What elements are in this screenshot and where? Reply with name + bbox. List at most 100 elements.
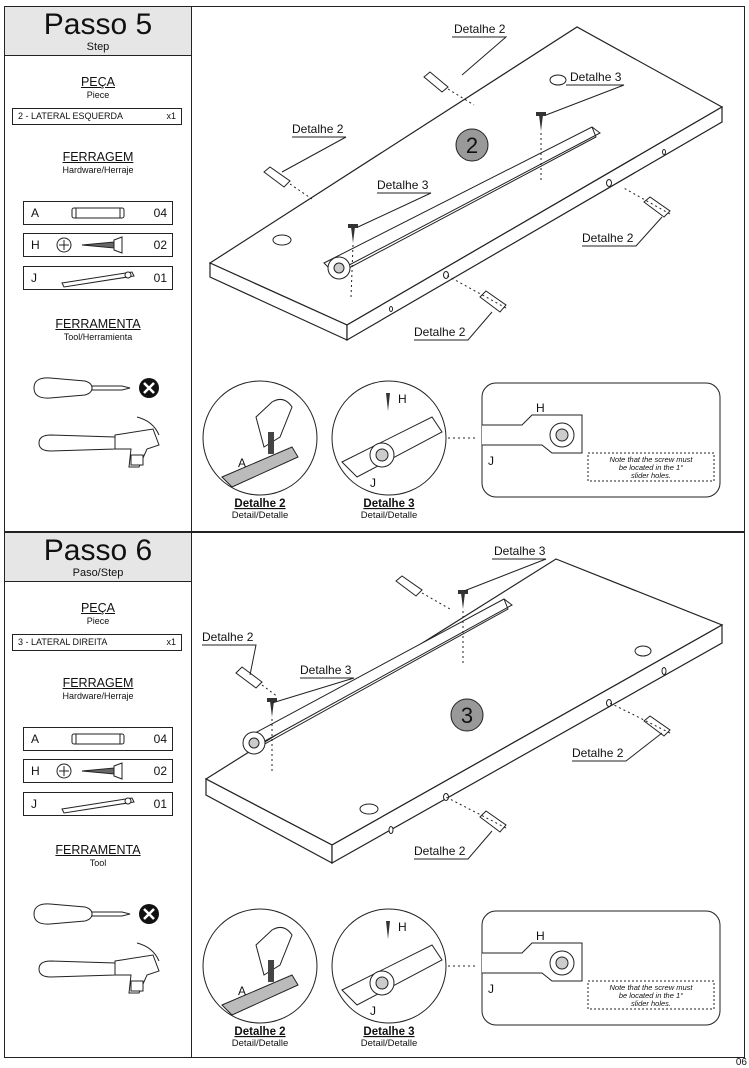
dowel-icon [71, 733, 125, 745]
screw-icon [386, 393, 390, 411]
detail-letter-h: H [536, 401, 545, 415]
hardware-qty: 02 [153, 764, 167, 778]
hardware-key: J [31, 271, 37, 285]
step-5-title-box: Passo 5 Step [5, 7, 191, 56]
detail-3-subtitle: Detail/Detalle [361, 510, 418, 521]
piece-subheader: Piece [86, 616, 110, 626]
hole [443, 793, 449, 801]
detail-2-title: Detalhe 2 [234, 1026, 285, 1038]
hardware-key: A [31, 732, 40, 746]
step-subtitle: Step [86, 41, 110, 53]
note-box [587, 452, 715, 482]
step-6-title-box: Passo 6 Paso/Step [5, 533, 191, 582]
detail-letter-j: J [370, 1004, 376, 1018]
piece-header: PEÇA [80, 75, 116, 89]
callout-detail-2: Detalhe 2 [414, 844, 466, 858]
detail-3-subtitle: Detail/Detalle [361, 1038, 418, 1049]
hole [634, 645, 652, 657]
detail-letter-j: J [488, 982, 494, 996]
hammer-icon [38, 416, 160, 468]
hole [272, 234, 292, 246]
hole [443, 271, 449, 279]
callout-detail-2: Detalhe 2 [202, 630, 254, 644]
detail-2-title: Detalhe 2 [234, 498, 285, 510]
step-6-sidebar: Passo 6 Paso/Step PEÇA Piece 3 - LATERAL… [5, 533, 192, 1057]
screw-icon [56, 236, 123, 254]
callout-detail-2: Detalhe 2 [454, 22, 506, 36]
hardware-row-h: H 02 [23, 759, 173, 783]
detail-letter-j: J [370, 476, 376, 490]
hardware-qty: 04 [153, 206, 167, 220]
step-5-diagram: 2 Detalhe 2 Detalhe 3 Detalhe 2 Detalhe … [202, 22, 724, 521]
board-edge-side [346, 105, 723, 342]
callout-detail-3: Detalhe 3 [570, 70, 622, 84]
note-line: slider holes. [631, 999, 671, 1008]
callout-detail-3: Detalhe 3 [494, 544, 546, 558]
screwdriver-icon [33, 903, 159, 925]
step-6-panel: Passo 6 Paso/Step PEÇA Piece 3 - LATERAL… [4, 532, 745, 1058]
hardware-key: H [31, 238, 40, 252]
screw-icon [348, 112, 546, 243]
callout-detail-2: Detalhe 2 [572, 746, 624, 760]
hardware-qty: 04 [153, 732, 167, 746]
hole [606, 699, 612, 707]
detail-letter-h: H [398, 392, 407, 406]
step-title: Passo 5 [43, 8, 153, 41]
tools-header: FERRAMENTA [55, 843, 141, 857]
hand-icon [255, 926, 293, 976]
piece-header: PEÇA [80, 601, 116, 615]
note-line: slider holes. [631, 471, 671, 480]
callout-detail-2: Detalhe 2 [582, 231, 634, 245]
step-5-sidebar: Passo 5 Step PEÇA Piece 2 - LATERAL ESQU… [5, 7, 192, 531]
tools-header: FERRAMENTA [55, 317, 141, 331]
dowel-icon [263, 71, 671, 313]
hand-icon [255, 398, 293, 448]
note-line: Note that the screw must [610, 983, 694, 992]
hole [662, 149, 666, 155]
hardware-qty: 02 [153, 238, 167, 252]
hardware-row-a: A 04 [23, 201, 173, 225]
hole [388, 826, 394, 834]
hardware-row-h: H 02 [23, 233, 173, 257]
hole [389, 306, 393, 312]
piece-number: 2 [466, 133, 478, 158]
board-edge-side [331, 623, 723, 865]
hole [359, 803, 379, 815]
hardware-row-j: J 01 [23, 792, 173, 816]
piece-qty: x1 [166, 637, 176, 647]
hammer-icon [38, 942, 160, 994]
hardware-qty: 01 [153, 797, 167, 811]
hardware-subheader: Hardware/Herraje [62, 165, 134, 175]
hardware-row-j: J 01 [23, 266, 173, 290]
hardware-key: J [31, 797, 37, 811]
piece-number-badge [455, 128, 489, 162]
detail-2-subtitle: Detail/Detalle [232, 1038, 289, 1049]
piece-name: 3 - LATERAL DIREITA [18, 637, 108, 647]
detail-2-circle [202, 380, 318, 496]
hole [549, 74, 567, 86]
dowel-icon [235, 575, 671, 833]
screwdriver-icon [33, 377, 159, 399]
hardware-subheader: Hardware/Herraje [62, 691, 134, 701]
drawer-slide-icon [61, 797, 135, 814]
piece-qty: x1 [166, 111, 176, 121]
hardware-row-a: A 04 [23, 727, 173, 751]
step-5-panel: Passo 5 Step PEÇA Piece 2 - LATERAL ESQU… [4, 6, 745, 532]
note-line: be located in the 1° [619, 463, 683, 472]
detail-2-subtitle: Detail/Detalle [232, 510, 289, 521]
detail-letter-a: A [238, 456, 246, 470]
hole [661, 667, 667, 675]
screw-icon [267, 590, 468, 717]
tools-subheader: Tool [89, 858, 107, 868]
note-line: Note that the screw must [610, 455, 694, 464]
callout-detail-3: Detalhe 3 [300, 663, 352, 677]
step-title: Passo 6 [43, 534, 153, 567]
callout-detail-2: Detalhe 2 [414, 325, 466, 339]
hardware-qty: 01 [153, 271, 167, 285]
piece-subheader: Piece [86, 90, 110, 100]
detail-2-circle [202, 908, 318, 1024]
detail-3-title: Detalhe 3 [363, 498, 414, 510]
callout-detail-2: Detalhe 2 [292, 122, 344, 136]
piece-box: 2 - LATERAL ESQUERDA x1 [12, 108, 182, 125]
page-number: 06 [735, 1057, 747, 1068]
